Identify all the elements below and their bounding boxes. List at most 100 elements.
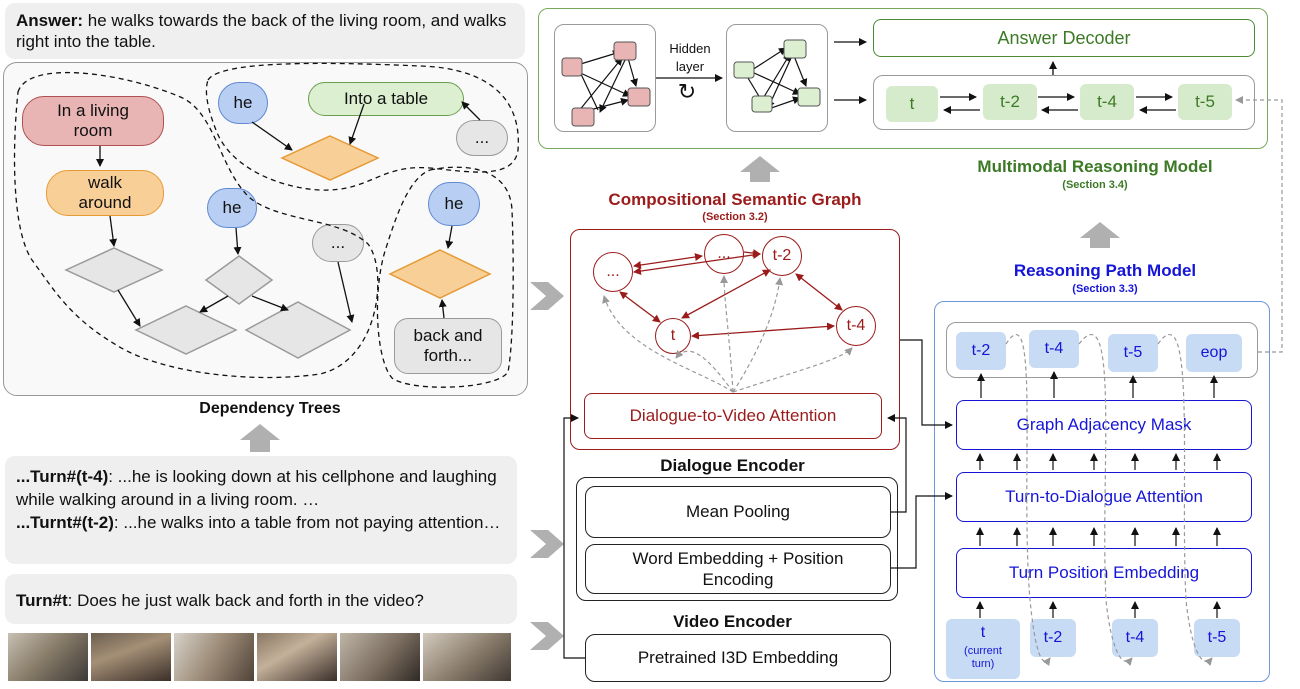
turn-to-dialogue-attention: Turn-to-Dialogue Attention (956, 472, 1252, 522)
answer-panel (5, 3, 525, 59)
node-into-table-label: Into a table (343, 89, 429, 108)
dependency-trees-title: Dependency Trees (199, 400, 341, 417)
node-living-room: In a living room (22, 96, 164, 146)
input-chip-t2-label: t-2 (1043, 629, 1063, 646)
semantic-graph-title: Compositional Semantic Graph (608, 190, 862, 209)
graph-adjacency-mask: Graph Adjacency Mask (956, 400, 1252, 450)
arrow-history-to-encoder (530, 530, 564, 558)
node-into-table: Into a table (308, 82, 464, 116)
output-chip-t4-label: t-4 (1044, 340, 1064, 357)
node-walk-2-label: walk (422, 264, 457, 284)
chain-chip-t2-label: t-2 (1000, 92, 1020, 111)
node-he-3-label: he (444, 194, 464, 213)
mean-pooling-label: Mean Pooling (686, 502, 790, 521)
chain-chip-t-label: t (909, 94, 915, 113)
turn-position-embedding: Turn Position Embedding (956, 548, 1252, 598)
history-turn-1: ...Turn#(t-4): ...he is looking down at … (16, 466, 512, 511)
input-chip-current-turn-note: (current turn) (950, 645, 1016, 670)
chain-chip-t5: t-5 (1178, 84, 1232, 120)
input-chip-current-turn: t (current turn) (946, 619, 1020, 679)
graph-node-t4: t-4 (836, 306, 876, 346)
node-walk-around-label: walk around (78, 173, 132, 212)
node-he-2: he (207, 188, 257, 228)
output-chip-t5: t-5 (1108, 334, 1158, 372)
multimodal-model-section: (Section 3.4) (1062, 179, 1128, 191)
output-chip-eop: eop (1186, 334, 1242, 372)
chain-chip-t: t (886, 86, 938, 122)
node-is: is (205, 266, 273, 294)
node-ellipsis-2: ... (312, 224, 364, 262)
arrow-video-to-encoder (530, 622, 564, 650)
graph-node-dots-2-label: ... (717, 245, 731, 262)
turn-position-embedding-label: Turn Position Embedding (1008, 563, 1200, 582)
output-chip-t4: t-4 (1029, 330, 1079, 368)
video-frame-4 (257, 633, 337, 681)
graph-node-dots-1-label: ... (606, 263, 620, 280)
node-walk-1: walk (296, 144, 364, 172)
question-text: Turn#t: Does he just walk back and forth… (16, 590, 512, 611)
dialogue-encoder-title: Dialogue Encoder (660, 456, 805, 475)
input-chip-t2: t-2 (1030, 619, 1076, 657)
node-walk-2: walk (406, 260, 474, 288)
semantic-graph-section: (Section 3.2) (702, 211, 768, 223)
input-chip-current-turn-note-text: (current turn) (964, 645, 1002, 670)
answer-decoder-label: Answer Decoder (997, 27, 1131, 48)
node-walk-around: walk around (46, 170, 164, 216)
multimodal-model-title: Multimodal Reasoning Model (977, 157, 1213, 176)
node-look-down: look down (264, 308, 334, 354)
path-model-title: Reasoning Path Model (1013, 261, 1197, 280)
node-is-label: is (232, 270, 246, 290)
arrow-trees-to-graph (530, 282, 564, 310)
output-chip-t2: t-2 (956, 332, 1006, 370)
input-chip-t5: t-5 (1194, 619, 1240, 657)
history-turn-2-label: ...Turnt#(t-2) (16, 513, 114, 532)
input-chip-t4-label: t-4 (1125, 629, 1145, 646)
video-frame-6 (423, 633, 511, 681)
input-chip-t5-label: t-5 (1207, 629, 1227, 646)
node-laugh-label: laugh (165, 320, 207, 340)
answer-body: he walks towards the back of the living … (16, 11, 507, 52)
graph-node-t2-label: t-2 (772, 247, 792, 264)
graph-node-t: t (655, 318, 691, 354)
graph-node-dots-1: ... (593, 252, 633, 292)
arrow-to-dependency (240, 424, 280, 452)
mean-pooling: Mean Pooling (585, 486, 891, 538)
node-living-room-label: In a living room (57, 101, 129, 140)
node-he-1: he (218, 82, 268, 124)
arrow-graph-to-multimodal (740, 156, 780, 182)
output-chip-t2-label: t-2 (971, 342, 991, 359)
arrow-path-to-multimodal (1080, 222, 1120, 248)
input-graph-box (554, 24, 656, 132)
loop-icon: ↻ (677, 79, 697, 105)
hidden-graph-box (726, 24, 828, 132)
history-turn-1-text: : ...he is looking down at his cellphone… (16, 467, 497, 509)
answer-label: Answer: (16, 11, 84, 30)
graph-node-t4-label: t-4 (846, 317, 866, 334)
history-turn-1-label: ...Turn#(t-4) (16, 467, 109, 486)
turn-to-dialogue-attention-label: Turn-to-Dialogue Attention (1005, 487, 1203, 506)
hidden-layer-text: Hidden layer (669, 41, 711, 74)
node-while: while (80, 256, 148, 284)
chain-chip-t4: t-4 (1080, 84, 1134, 120)
hidden-layer-label: Hidden layer (658, 40, 722, 75)
graph-node-t-label: t (670, 327, 676, 344)
node-back-forth-label: back and forth... (413, 325, 483, 365)
path-model-section: (Section 3.3) (1072, 283, 1138, 295)
node-he-3: he (428, 182, 480, 226)
node-look-down-label: look down (278, 311, 320, 350)
node-back-forth: back and forth... (394, 318, 502, 374)
chain-chip-t4-label: t-4 (1097, 92, 1117, 111)
history-turn-2: ...Turnt#(t-2): ...he walks into a table… (16, 512, 512, 535)
node-ellipsis-1-label: ... (474, 128, 490, 147)
node-walk-1-label: walk (312, 148, 347, 168)
input-chip-t4: t-4 (1112, 619, 1158, 657)
node-ellipsis-2-label: ... (330, 233, 346, 252)
video-frame-1 (8, 633, 88, 681)
output-chip-eop-label: eop (1200, 344, 1228, 361)
dialogue-to-video-attention: Dialogue-to-Video Attention (584, 393, 882, 439)
history-panel (5, 456, 517, 564)
chain-chip-t2: t-2 (983, 84, 1037, 120)
node-while-label: while (94, 260, 134, 280)
question-body: : Does he just walk back and forth in th… (67, 591, 424, 610)
